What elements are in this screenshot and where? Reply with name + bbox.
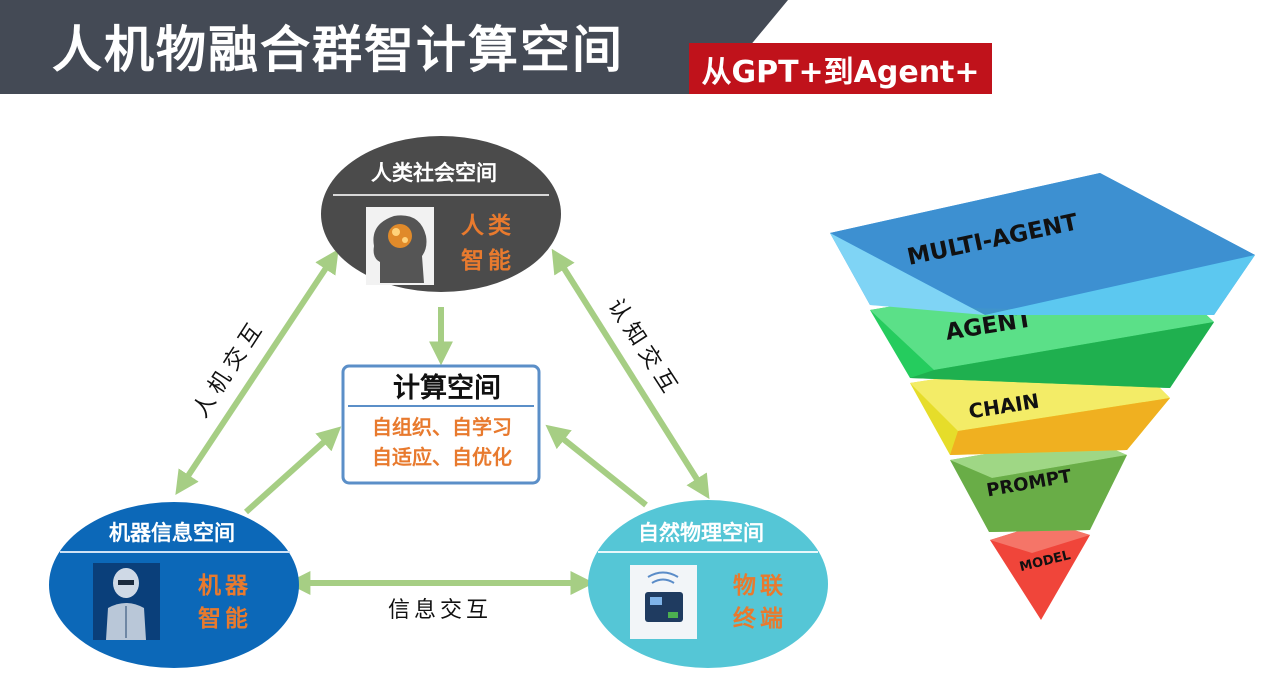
arrow-human-machine: [175, 249, 339, 495]
node-human-label-line2: 智能: [461, 247, 515, 274]
node-machine-title: 机器信息空间: [109, 521, 235, 545]
node-physical-label-line1: 物联: [733, 572, 787, 599]
header-band: [0, 0, 788, 94]
node-compute-title: 计算空间: [393, 372, 501, 404]
pyramid-layer-prompt: PROMPT: [950, 437, 1127, 532]
node-compute-line2: 自适应、自优化: [372, 445, 512, 469]
node-compute: 计算空间 自组织、自学习 自适应、自优化: [341, 364, 541, 485]
node-compute-line1: 自组织、自学习: [372, 415, 512, 439]
edge-label-machine-physical: 信息交互: [388, 598, 492, 623]
agent-pyramid: MODEL PROMPT CHAIN AGENT: [830, 173, 1255, 620]
arrow-physical-compute: [545, 424, 648, 508]
node-physical-title: 自然物理空间: [638, 521, 764, 545]
page-title: 人机物融合群智计算空间: [52, 21, 624, 79]
arrow-human-physical: [551, 248, 710, 500]
arrows: [175, 248, 710, 595]
node-human-label-line1: 人类: [461, 212, 515, 239]
arrow-machine-compute: [243, 426, 342, 515]
node-machine-label-line1: 机器: [198, 572, 252, 599]
node-machine-label-line2: 智能: [198, 605, 252, 632]
brain-head-icon: [366, 207, 434, 285]
subtitle-badge: 从GPT+到Agent+: [689, 43, 992, 94]
node-human: 人类社会空间 人类 智能: [321, 136, 561, 292]
node-human-title: 人类社会空间: [371, 161, 497, 185]
pyramid-layer-multi-agent: MULTI-AGENT: [830, 173, 1255, 315]
iot-device-icon: [630, 565, 697, 639]
node-machine: 机器信息空间 机器 智能: [49, 502, 299, 668]
node-physical: 自然物理空间 物联 终端: [588, 500, 828, 668]
robot-icon: [93, 563, 160, 640]
node-physical-label-line2: 终端: [733, 605, 787, 632]
pyramid-layer-model: MODEL: [990, 522, 1090, 620]
